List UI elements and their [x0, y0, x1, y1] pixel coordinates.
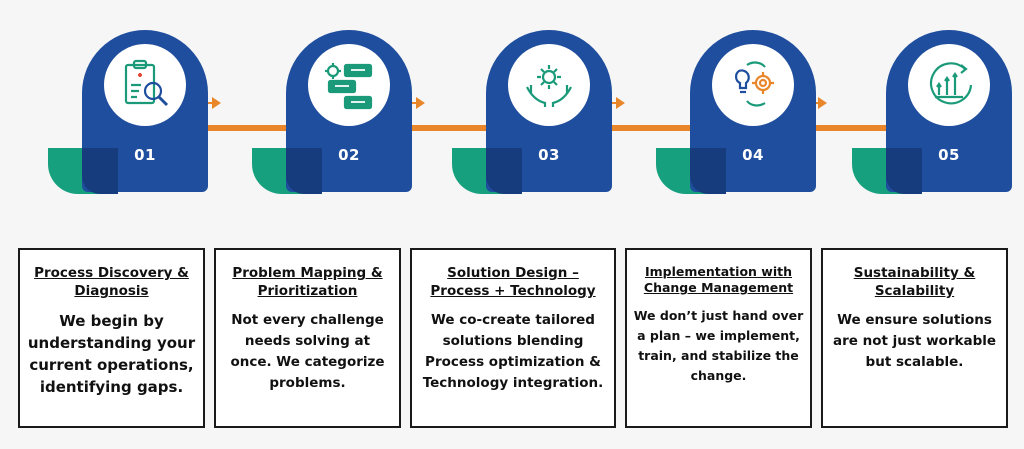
hands-gear-icon [508, 44, 590, 126]
card-body: We begin by understanding your current o… [27, 312, 196, 396]
card-body: We co-create tailored solutions blending… [422, 312, 604, 391]
card-body: Not every challenge needs solving at onc… [230, 312, 385, 391]
step-number: 03 [538, 146, 560, 164]
card-title: Problem Mapping & Prioritization [232, 265, 383, 299]
step-card-1: Process Discovery & Diagnosis We begin b… [18, 248, 205, 428]
card-title: Process Discovery & Diagnosis [34, 265, 189, 299]
step-2: 02 [252, 30, 432, 194]
step-fold [886, 148, 922, 194]
arrow-head-icon [212, 97, 221, 109]
arrow-head-icon [416, 97, 425, 109]
step-fold [286, 148, 322, 194]
step-1: 01 [48, 30, 228, 194]
growth-arrows-icon [908, 44, 990, 126]
step-card-2: Problem Mapping & Prioritization Not eve… [214, 248, 401, 428]
step-3: 03 [452, 30, 632, 194]
card-title: Implementation with Change Management [643, 264, 794, 295]
step-number: 04 [742, 146, 764, 164]
step-card-5: Sustainability & Scalability We ensure s… [821, 248, 1008, 428]
step-fold [486, 148, 522, 194]
card-title: Sustainability & Scalability [853, 265, 976, 299]
step-card-3: Solution Design – Process + Technology W… [410, 248, 616, 428]
step-fold [82, 148, 118, 194]
card-title: Solution Design – Process + Technology [430, 265, 596, 299]
step-4: 04 [656, 30, 836, 194]
card-body: We don’t just hand over a plan – we impl… [633, 308, 804, 383]
step-number: 01 [134, 146, 156, 164]
step-number: 02 [338, 146, 360, 164]
arrow-head-icon [616, 97, 625, 109]
step-number: 05 [938, 146, 960, 164]
arrow-head-icon [818, 97, 827, 109]
card-body: We ensure solutions are not just workabl… [832, 312, 997, 370]
step-card-4: Implementation with Change Management We… [625, 248, 812, 428]
gear-priority-list-icon [308, 44, 390, 126]
step-5: 05 [852, 30, 1024, 194]
clipboard-search-icon [104, 44, 186, 126]
bulb-gear-cycle-icon [712, 44, 794, 126]
step-fold [690, 148, 726, 194]
